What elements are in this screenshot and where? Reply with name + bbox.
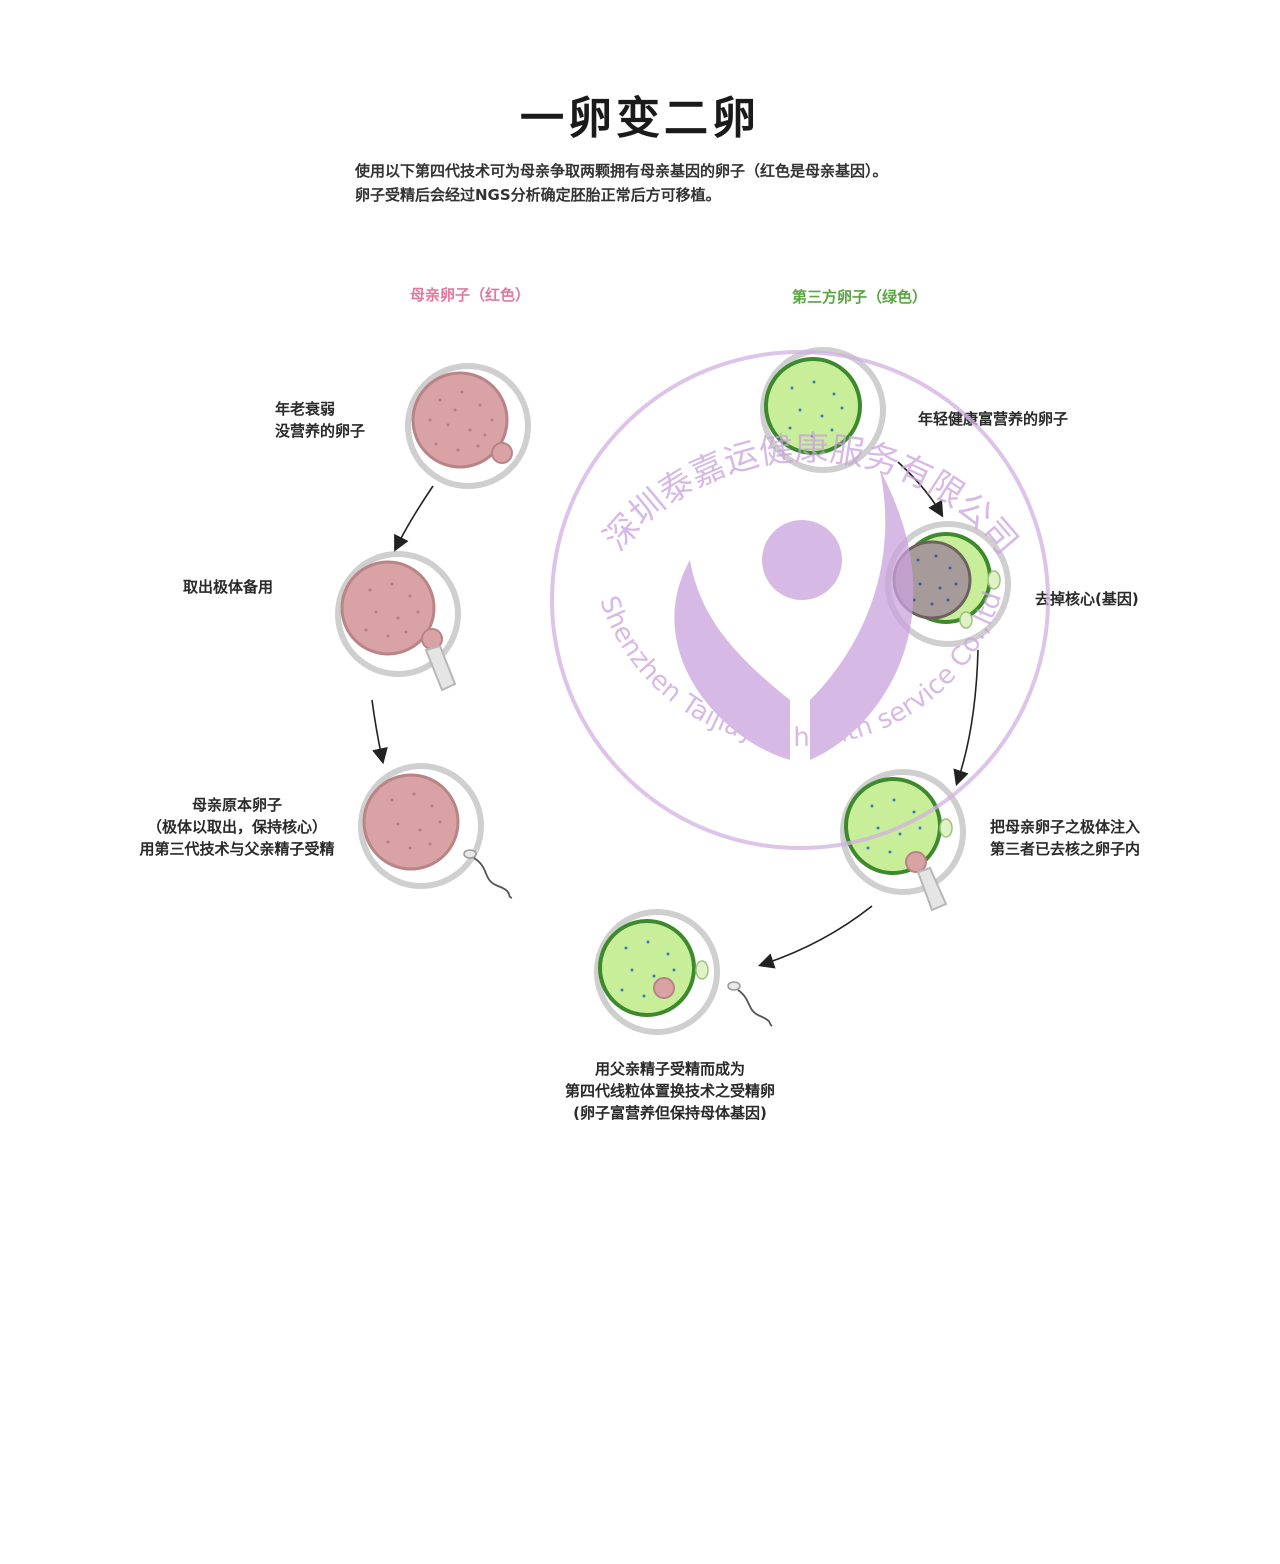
watermark-left-leaf-icon	[674, 560, 790, 760]
result-label: 用父亲精子受精而成为 第四代线粒体置换技术之受精卵 (卵子富营养但保持母体基因)	[520, 1058, 820, 1124]
arrow-young-to-enucleate	[897, 461, 944, 518]
result-line3: (卵子富营养但保持母体基因)	[573, 1104, 767, 1122]
result-line2: 第四代线粒体置换技术之受精卵	[564, 1082, 775, 1100]
mother-original-label: 母亲原本卵子 （极体以取出，保持核心） 用第三代技术与父亲精子受精	[112, 794, 362, 860]
polar-body-extraction-egg	[335, 551, 461, 692]
mother-old-label: 年老衰弱 没营养的卵子	[275, 398, 365, 442]
inject-line2: 第三者已去核之卵子内	[990, 840, 1141, 858]
page-title: 一卵变二卵	[520, 93, 760, 144]
donor-young-label: 年轻健康富营养的卵子	[918, 410, 1069, 428]
enucleate-label: 去掉核心(基因)	[1035, 590, 1139, 608]
result-line1: 用父亲精子受精而成为	[594, 1060, 745, 1078]
mother-old-egg	[405, 363, 531, 489]
intro-line-2: 卵子受精后会经过NGS分析确定胚胎正常后方可移植。	[355, 186, 721, 204]
arrow-inject-to-result	[757, 905, 873, 969]
arrow-polar-to-original	[371, 699, 388, 765]
mother-original-line1: 母亲原本卵子	[191, 796, 282, 814]
mother-column-heading: 母亲卵子（红色）	[410, 286, 531, 304]
polar-body-label: 取出极体备用	[183, 578, 274, 596]
inject-label: 把母亲卵子之极体注入 第三者已去核之卵子内	[990, 816, 1140, 860]
donor-young-egg	[760, 347, 886, 473]
mother-original-egg	[358, 763, 513, 899]
flow-arrows	[371, 461, 979, 969]
watermark-right-leaf-icon	[810, 470, 914, 760]
mother-original-line3: 用第三代技术与父亲精子受精	[139, 840, 335, 858]
result-egg	[594, 909, 773, 1035]
mother-original-line2: （极体以取出，保持核心）	[146, 818, 327, 836]
mother-old-line1: 年老衰弱	[275, 400, 336, 418]
inject-egg	[840, 769, 966, 912]
intro-line-1: 使用以下第四代技术可为母亲争取两颗拥有母亲基因的卵子（红色是母亲基因）。	[355, 162, 888, 180]
inject-line1: 把母亲卵子之极体注入	[990, 818, 1141, 836]
donor-column-heading: 第三方卵子（绿色）	[792, 288, 928, 306]
arrow-old-to-polar	[394, 485, 434, 552]
mother-old-line2: 没营养的卵子	[275, 422, 366, 440]
arrow-enucleate-to-inject	[953, 649, 979, 787]
